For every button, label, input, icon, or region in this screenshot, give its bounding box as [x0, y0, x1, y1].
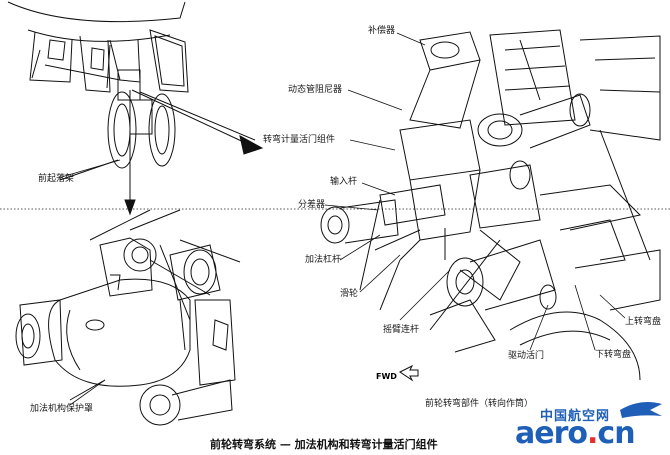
label-add-mech-cover: 加法机构保护罩 — [30, 404, 94, 414]
add-mechanism-illustration — [15, 209, 241, 426]
label-compensator: 补偿器 — [368, 26, 396, 36]
label-add-rod: 加法杠杆 — [305, 255, 342, 265]
label-fwd: FWD — [376, 372, 397, 381]
label-differential: 分差器 — [298, 200, 326, 210]
label-drive-arm: 摇臂连杆 — [383, 325, 420, 335]
steering-assembly-illustration — [320, 29, 661, 381]
brand-cn-text: 中国航空网 — [540, 409, 611, 424]
label-dynamic-damper: 动态管阻尼器 — [288, 85, 343, 95]
label-input-rod: 输入杆 — [330, 177, 358, 187]
nose-gear-overview — [7, 1, 264, 216]
figure-caption: 前轮转弯系统 — 加法机构和转弯计量活门组件 — [210, 438, 438, 451]
label-nose-steering-assembly: 前轮转弯部件（转向作筒） — [425, 399, 534, 409]
leader-lines — [57, 32, 626, 406]
brand-en-main: aero — [515, 416, 588, 451]
label-lower-steering-plate: 下转弯盘 — [595, 350, 632, 360]
fwd-arrow-icon — [399, 364, 419, 382]
label-upper-steering-plate: 上转弯盘 — [625, 317, 662, 327]
label-drive-valve: 驱动活门 — [508, 351, 545, 361]
brand-en-tail: cn — [597, 416, 635, 451]
label-steering-metering-valve: 转弯计量活门组件 — [263, 135, 336, 145]
brand-airplane-icon — [620, 402, 662, 418]
label-pulley: 滑轮 — [340, 289, 359, 299]
label-nose-gear: 前起落架 — [38, 174, 75, 184]
brand-logo: aero.cn — [515, 416, 636, 451]
brand-en-dot: . — [587, 416, 598, 451]
